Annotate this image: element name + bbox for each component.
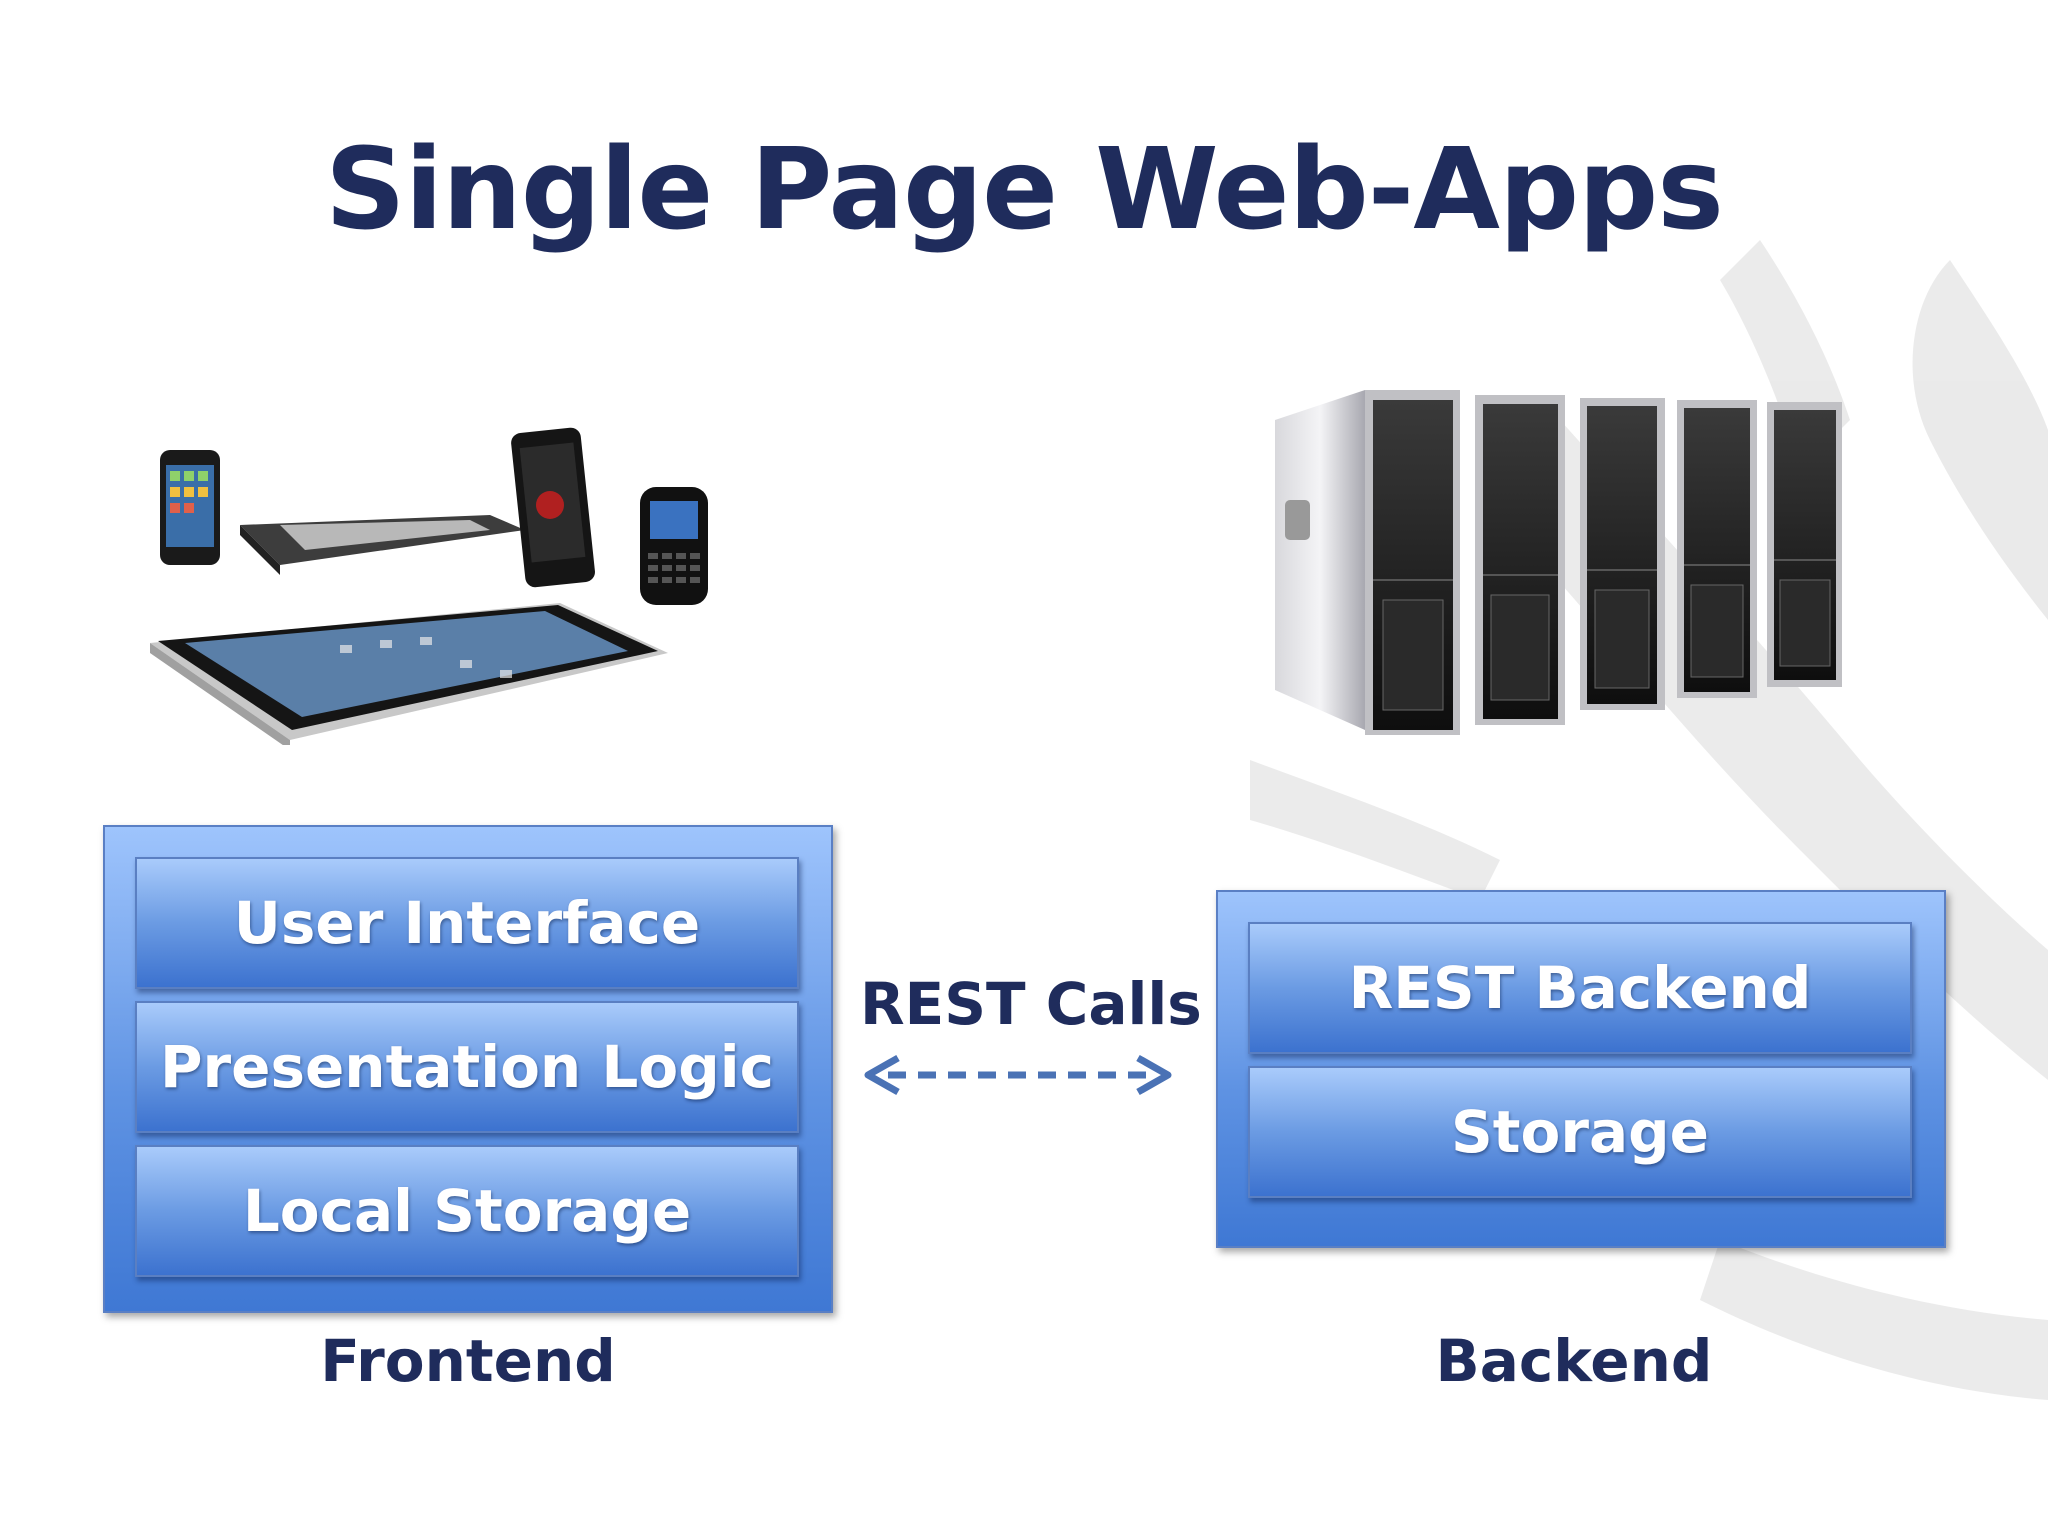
layer-local-storage: Local Storage (135, 1145, 799, 1277)
frontend-caption: Frontend (320, 1327, 616, 1395)
rest-calls-label: REST Calls (860, 970, 1202, 1038)
backend-stack: REST Backend Storage (1216, 890, 1946, 1248)
backend-caption: Backend (1435, 1327, 1713, 1395)
layer-user-interface: User Interface (135, 857, 799, 989)
server-rack-image (1275, 390, 1842, 735)
bidirectional-dashed-arrow-icon (864, 1054, 1172, 1096)
layer-rest-backend: REST Backend (1248, 922, 1912, 1054)
layer-storage: Storage (1248, 1066, 1912, 1198)
layer-presentation-logic: Presentation Logic (135, 1001, 799, 1133)
mobile-devices-image (150, 427, 708, 745)
frontend-stack: User Interface Presentation Logic Local … (103, 825, 833, 1313)
page-title: Single Page Web-Apps (325, 125, 1724, 255)
